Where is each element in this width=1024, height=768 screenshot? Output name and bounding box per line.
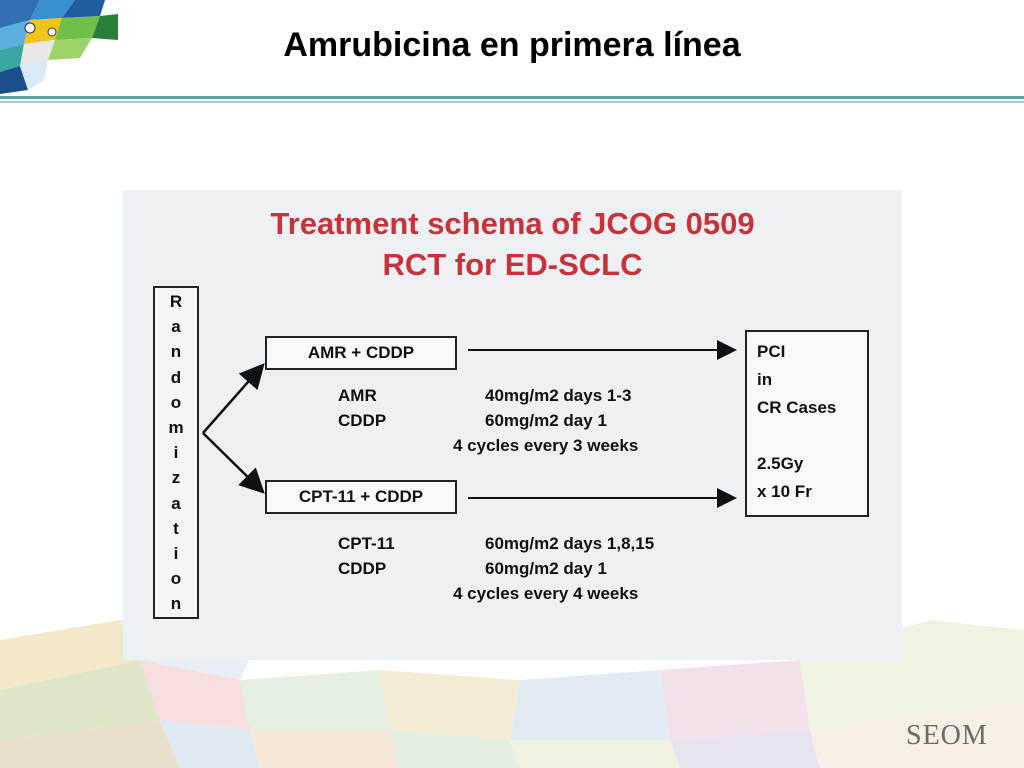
- randomization-letter: t: [173, 518, 179, 538]
- randomization-letter: n: [170, 342, 182, 362]
- pci-line: CR Cases: [757, 398, 837, 417]
- seom-logo-text: SEOM: [906, 720, 988, 751]
- arm-b-cycles: 4 cycles every 4 weeks: [453, 584, 639, 603]
- title-rule: [0, 96, 1024, 99]
- treatment-schema-panel: Treatment schema of JCOG 0509 RCT for ED…: [123, 190, 902, 660]
- schema-arrows: [202, 340, 737, 508]
- pci-line: in: [757, 370, 773, 389]
- randomization-letter: i: [173, 544, 179, 563]
- arm-b-box: CPT-11 + CDDP: [265, 480, 457, 514]
- randomization-letter: n: [170, 594, 182, 614]
- schema-title-line2: RCT for ED-SCLC: [382, 247, 643, 282]
- arm-a-drug1: AMR: [338, 386, 377, 405]
- arm-a-cycles: 4 cycles every 3 weeks: [453, 436, 639, 455]
- arm-b-dose2: 60mg/m2 day 1: [485, 559, 607, 578]
- arm-a-drug2: CDDP: [338, 411, 387, 430]
- arm-b-drug2: CDDP: [338, 559, 387, 578]
- randomization-letter: d: [170, 367, 182, 387]
- arm-a-dose2: 60mg/m2 day 1: [485, 411, 607, 430]
- arrow-to-arm-a: [202, 363, 265, 434]
- randomization-letter: a: [171, 317, 181, 337]
- arm-b-dose1: 60mg/m2 days 1,8,15: [485, 534, 655, 553]
- arm-b-drug1: CPT-11: [338, 534, 395, 553]
- schema-title-line1: Treatment schema of JCOG 0509: [270, 206, 755, 241]
- pci-box: PCI in CR Cases 2.5Gy x 10 Fr: [745, 330, 869, 517]
- title-rule-light: [0, 101, 1024, 103]
- randomization-letter: z: [171, 468, 181, 488]
- randomization-letter: a: [171, 493, 181, 513]
- randomization-letter: i: [173, 443, 179, 463]
- randomization-letter: o: [170, 392, 182, 412]
- mosaic-logo: [0, 0, 118, 94]
- arm-a-box: AMR + CDDP: [265, 336, 457, 370]
- arrow-to-arm-b: [202, 432, 265, 494]
- randomization-letter: R: [169, 292, 183, 311]
- pci-line: x 10 Fr: [757, 482, 812, 501]
- arm-a-dose1: 40mg/m2 days 1-3: [485, 386, 632, 405]
- randomization-letter: m: [168, 418, 184, 437]
- pci-line: PCI: [757, 342, 786, 361]
- pci-line: 2.5Gy: [757, 454, 804, 473]
- randomization-letter: o: [170, 569, 182, 589]
- slide-title: Amrubicina en primera línea: [283, 26, 741, 64]
